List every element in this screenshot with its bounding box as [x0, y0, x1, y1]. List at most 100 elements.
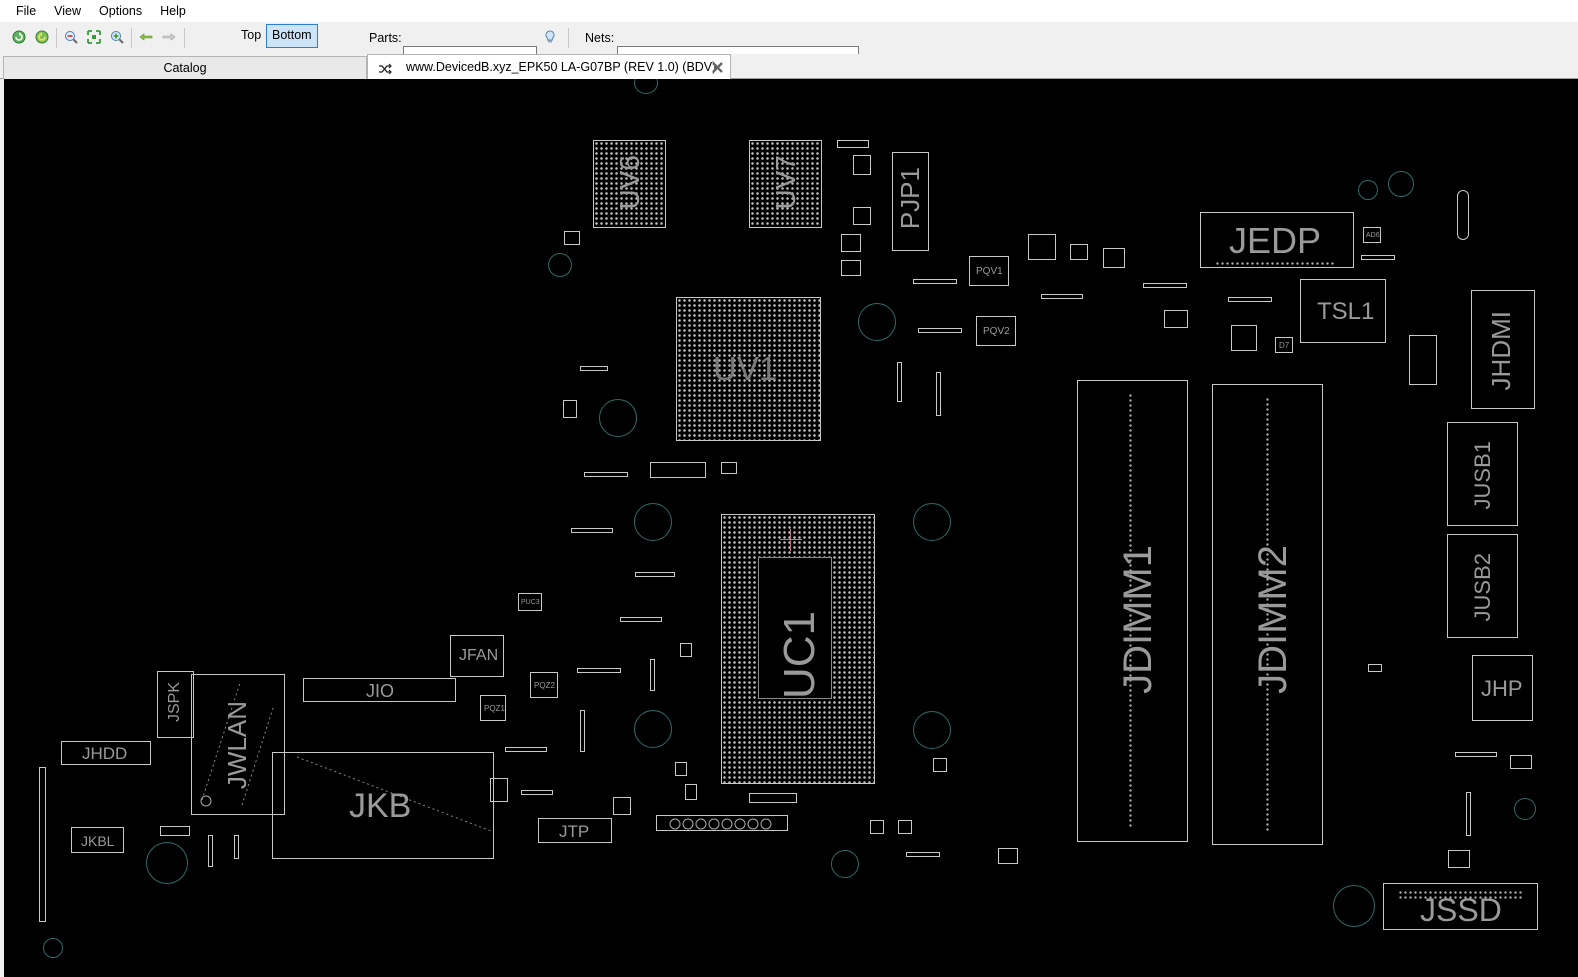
small-part: [841, 260, 861, 276]
strip: [160, 826, 190, 836]
component-uv1[interactable]: UV1: [676, 297, 821, 441]
uv7-label: UV7: [770, 155, 801, 210]
refresh-green-icon[interactable]: [9, 27, 29, 47]
mounting-hole: [634, 710, 672, 748]
menu-bar: File View Options Help: [0, 0, 1578, 22]
mounting-hole: [548, 253, 572, 277]
puc3-label: PUC3: [521, 599, 540, 606]
jedp-label: JEDP: [1229, 220, 1322, 261]
menu-file[interactable]: File: [16, 4, 37, 18]
zoom-in-icon[interactable]: [107, 27, 127, 47]
menu-options[interactable]: Options: [99, 4, 143, 18]
component-jspk[interactable]: JSPK: [157, 671, 194, 738]
component-pqv1[interactable]: PQV1: [969, 256, 1009, 286]
tab-catalog[interactable]: Catalog: [3, 56, 367, 79]
uc1-label: UC1: [775, 611, 824, 700]
component-pqz2[interactable]: PQZ2: [530, 672, 558, 698]
component-jkb[interactable]: JKB: [272, 752, 494, 859]
small-part: [490, 778, 508, 802]
small-part: [933, 758, 947, 772]
mounting-hole: [831, 850, 859, 878]
fit-icon[interactable]: [84, 27, 104, 47]
top-side-toggle[interactable]: Top: [241, 28, 262, 42]
component-pqv2[interactable]: PQV2: [976, 316, 1016, 346]
strip: [1455, 752, 1497, 757]
small-part: [685, 784, 697, 800]
shuffle-icon: [378, 60, 392, 82]
strip: [234, 835, 239, 859]
component-pjp1[interactable]: PJP1: [892, 152, 929, 251]
component-tsl1[interactable]: TSL1: [1300, 279, 1386, 343]
parts-label: Parts:: [369, 31, 402, 45]
component-jkbl[interactable]: JKBL: [71, 827, 124, 853]
bottom-side-toggle[interactable]: Bottom: [266, 24, 318, 48]
uv6-label: UV6: [614, 155, 645, 210]
component-uv6[interactable]: UV6: [593, 140, 666, 228]
jkb-label: JKB: [349, 787, 412, 825]
component-puc3[interactable]: PUC3: [518, 593, 542, 611]
component-jhp[interactable]: JHP: [1472, 655, 1533, 721]
tab-document-label: www.DevicedB.xyz_EPK50 LA-G07BP (REV 1.0…: [406, 60, 717, 74]
component-d7[interactable]: D7: [1275, 337, 1293, 353]
lightbulb-icon[interactable]: [540, 27, 560, 47]
mounting-hole: [1358, 180, 1378, 200]
menu-help[interactable]: Help: [160, 4, 186, 18]
component-uc1[interactable]: UC1: [721, 514, 875, 784]
small-part: [841, 234, 861, 252]
mounting-hole: [1333, 885, 1375, 927]
strip: [635, 572, 675, 577]
component-jdimm1[interactable]: JDIMM1: [1077, 380, 1188, 842]
component-ad6[interactable]: AD6: [1363, 227, 1381, 243]
component-jusb2[interactable]: JUSB2: [1447, 534, 1518, 638]
zoom-out-icon[interactable]: [61, 27, 81, 47]
pqv2-label: PQV2: [983, 326, 1010, 337]
component-jssd[interactable]: JSSD: [1383, 883, 1538, 930]
small-part: [613, 797, 631, 815]
component-pqz1[interactable]: PQZ1: [480, 695, 506, 721]
jhdd-label: JHDD: [82, 744, 128, 763]
strip: [913, 279, 957, 284]
small-part: [1103, 248, 1125, 268]
component-jedp[interactable]: JEDP: [1200, 212, 1354, 268]
component-jio[interactable]: JIO: [303, 678, 456, 702]
back-arrow-icon[interactable]: [136, 27, 156, 47]
tab-document[interactable]: www.DevicedB.xyz_EPK50 LA-G07BP (REV 1.0…: [367, 54, 731, 79]
strip: [620, 617, 662, 622]
small-part: [564, 231, 580, 245]
strip: [749, 793, 797, 803]
mounting-hole: [1514, 798, 1536, 820]
toolbar-separator: [184, 28, 185, 48]
close-icon[interactable]: [711, 59, 724, 81]
board-view[interactable]: UV6 UV7 PJP1 UV1 UC1 JEDP TSL1 JHDMI JUS…: [4, 79, 1578, 977]
component-jusb1[interactable]: JUSB1: [1447, 422, 1518, 526]
component-jhdmi[interactable]: JHDMI: [1471, 290, 1535, 409]
component-jwlan[interactable]: JWLAN: [191, 674, 285, 815]
component-jtp[interactable]: JTP: [538, 818, 612, 843]
jusb2-label: JUSB2: [1470, 553, 1495, 622]
component-uv7[interactable]: UV7: [749, 140, 822, 228]
jwlan-label: JWLAN: [222, 701, 252, 790]
nets-label: Nets:: [585, 31, 615, 45]
small-part: [1448, 850, 1470, 868]
tab-catalog-label: Catalog: [163, 61, 207, 75]
jhdmi-label: JHDMI: [1486, 311, 1516, 391]
menu-view[interactable]: View: [54, 4, 82, 18]
strip: [837, 140, 869, 148]
pqv1-label: PQV1: [976, 266, 1003, 277]
strip: [1409, 335, 1437, 385]
strip: [1228, 297, 1272, 302]
mounting-hole: [634, 503, 672, 541]
component-jfan[interactable]: JFAN: [450, 635, 504, 677]
component-jhdd[interactable]: JHDD: [61, 741, 151, 765]
jdimm1-label: JDIMM1: [1116, 545, 1160, 694]
d7-label: D7: [1279, 341, 1290, 350]
strip: [208, 835, 213, 867]
refresh-yellow-icon[interactable]: [32, 27, 52, 47]
forward-arrow-icon[interactable]: [159, 27, 179, 47]
jkbl-label: JKBL: [81, 833, 115, 849]
small-part: [721, 462, 737, 474]
component-jdimm2[interactable]: JDIMM2: [1212, 384, 1323, 845]
mounting-hole: [913, 711, 951, 749]
strip: [1361, 255, 1395, 260]
component-jfp1[interactable]: [656, 815, 788, 831]
